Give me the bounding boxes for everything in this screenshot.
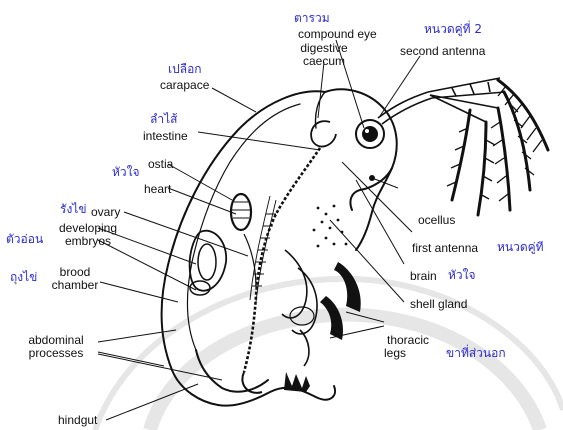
thai-label-brood-chamber: ถุงไข่ xyxy=(10,270,37,284)
label-abdominal-line2: processes xyxy=(14,347,98,360)
label-hindgut: hindgut xyxy=(58,414,97,427)
label-heart: heart xyxy=(144,183,171,196)
label-carapace: carapace xyxy=(160,79,209,92)
thai-label-embryos: ตัวอ่อน xyxy=(6,232,43,246)
label-abdominal-processes: abdominal processes xyxy=(14,334,98,360)
heart-drawing xyxy=(231,194,251,230)
thai-label-heart: หัวใจ xyxy=(112,165,140,179)
label-first-antenna: first antenna xyxy=(412,242,478,255)
label-intestine: intestine xyxy=(143,130,188,143)
thai-label-compound-eye: ตารวม xyxy=(294,11,330,25)
thai-label-carapace: เปลือก xyxy=(168,62,202,76)
label-ostia: ostia xyxy=(148,158,173,171)
label-digestive-caecum: digestive caecum xyxy=(290,42,358,68)
label-brood-chamber: brood chamber xyxy=(47,266,103,292)
thai-label-ovary: รังไข่ xyxy=(60,202,87,216)
antenna-setae xyxy=(452,80,548,215)
label-thoracic-legs: thoracic legs xyxy=(378,334,438,360)
label-second-antenna: second antenna xyxy=(400,45,485,58)
shell-gland-drawing xyxy=(313,205,348,248)
label-brood-line2: chamber xyxy=(47,279,103,292)
label-thoracic-line2: legs xyxy=(378,347,438,360)
label-compound-eye: compound eye xyxy=(298,28,377,41)
second-antenna-drawing xyxy=(378,78,505,124)
pointer-lines xyxy=(98,40,420,420)
label-shell-gland: shell gland xyxy=(410,298,467,311)
label-digestive-line2: caecum xyxy=(290,55,358,68)
thai-label-thoracic-legs: ขาที่ส่วนอก xyxy=(446,346,506,360)
thai-label-brain: หัวใจ xyxy=(448,268,476,282)
thai-label-intestine: ลำไส้ xyxy=(150,112,177,126)
label-ovary: ovary xyxy=(91,206,120,219)
antenna-setae-barbs xyxy=(447,86,542,201)
brood-chamber-drawing xyxy=(190,231,256,295)
label-brain: brain xyxy=(410,270,437,283)
compound-eye-drawing xyxy=(356,120,384,148)
label-ocellus: ocellus xyxy=(418,214,455,227)
label-developing-line2: embryos xyxy=(55,235,121,248)
abdomen-outline xyxy=(218,386,335,406)
thai-label-first-antenna: หนวดคู่ที่ xyxy=(497,240,563,254)
thai-label-second-antenna: หนวดคู่ที่ 2 xyxy=(424,22,482,36)
postabdominal-claws xyxy=(284,372,310,392)
label-developing-embryos: developing embryos xyxy=(55,222,121,248)
